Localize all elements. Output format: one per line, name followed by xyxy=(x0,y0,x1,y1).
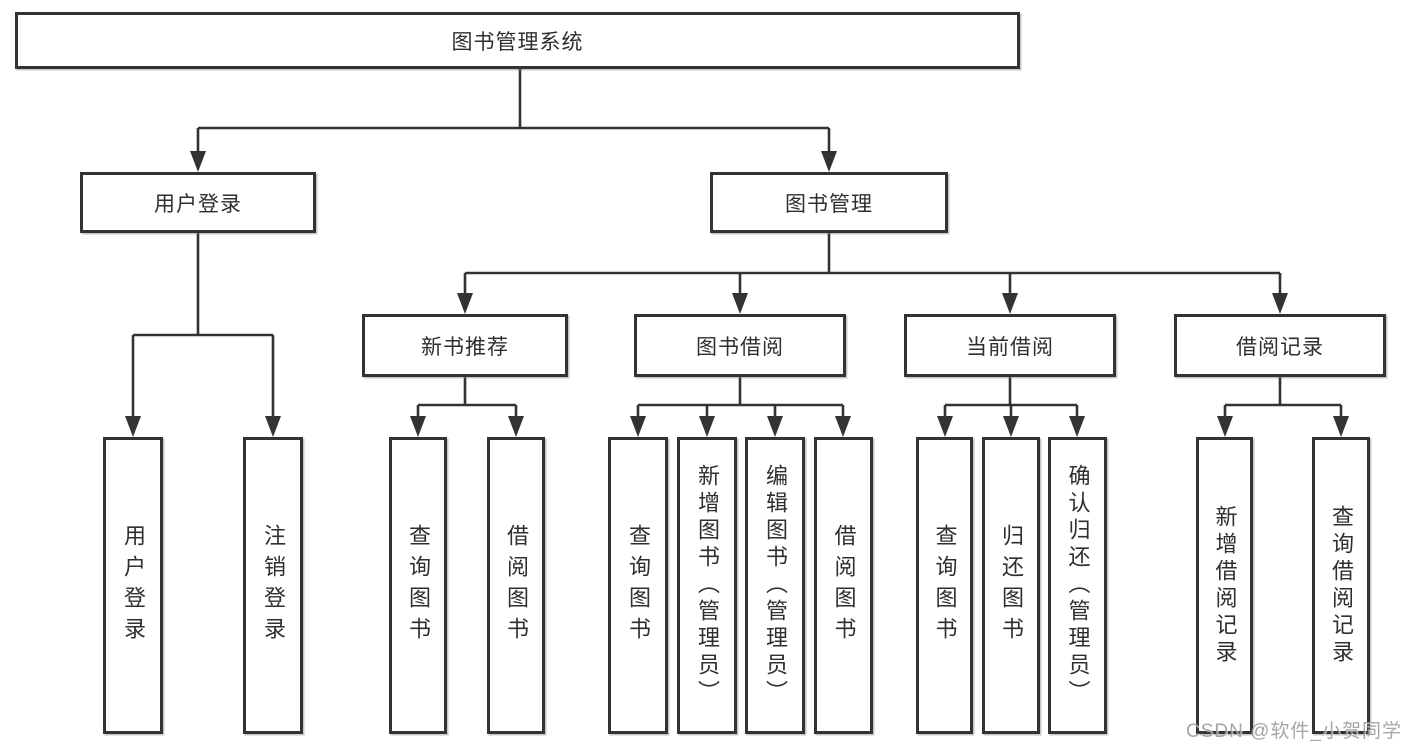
connector-current-borrow-children xyxy=(937,377,1085,437)
leaf-label: 查询图书 xyxy=(932,523,958,648)
leaf-label: 借阅图书 xyxy=(831,523,857,648)
node-label: 新书推荐 xyxy=(421,335,509,359)
node-library-system: 图书管理系统 xyxy=(15,12,1020,69)
leaf-current-query-books: 查询图书 xyxy=(916,437,973,734)
leaf-label: 确认归还（管理员） xyxy=(1065,464,1091,707)
node-borrow-records: 借阅记录 xyxy=(1174,314,1386,377)
node-label: 借阅记录 xyxy=(1236,335,1324,359)
leaf-records-query-borrow-record: 查询借阅记录 xyxy=(1312,437,1370,734)
leaf-label: 借阅图书 xyxy=(504,523,529,648)
connector-borrow-records-children xyxy=(1217,377,1349,437)
node-current-borrowing: 当前借阅 xyxy=(904,314,1116,377)
leaf-newbook-borrow-books: 借阅图书 xyxy=(487,437,545,734)
node-book-management: 图书管理 xyxy=(710,172,948,233)
leaf-label: 查询图书 xyxy=(626,523,651,648)
leaf-newbook-query-books: 查询图书 xyxy=(389,437,447,734)
connector-user-login-children xyxy=(125,233,281,437)
connector-book-mgmt-to-level3 xyxy=(457,233,1288,314)
node-book-borrowing: 图书借阅 xyxy=(634,314,846,377)
node-label: 图书管理 xyxy=(785,192,873,216)
leaf-borrow-add-books-admin: 新增图书（管理员） xyxy=(677,437,737,734)
connector-book-borrow-children xyxy=(630,377,851,437)
connector-root-to-level2 xyxy=(190,69,837,172)
node-label: 当前借阅 xyxy=(966,335,1054,359)
leaf-borrow-query-books: 查询图书 xyxy=(608,437,668,734)
leaf-current-confirm-return-admin: 确认归还（管理员） xyxy=(1048,437,1107,734)
node-label: 用户登录 xyxy=(154,192,242,216)
leaf-label: 注销登录 xyxy=(261,523,286,648)
leaf-label: 归还图书 xyxy=(999,523,1024,648)
leaf-label: 用户登录 xyxy=(121,523,146,648)
leaf-label: 新增借阅记录 xyxy=(1212,504,1238,667)
leaf-label: 新增图书（管理员） xyxy=(695,464,720,707)
leaf-label: 查询图书 xyxy=(406,523,431,648)
leaf-current-return-books: 归还图书 xyxy=(982,437,1040,734)
node-user-login: 用户登录 xyxy=(80,172,316,233)
leaf-user-login: 用户登录 xyxy=(103,437,163,734)
node-label: 图书借阅 xyxy=(696,335,784,359)
leaf-label: 查询借阅记录 xyxy=(1329,504,1354,667)
node-label: 图书管理系统 xyxy=(451,30,584,54)
csdn-watermark: CSDN @软件_小贺同学 xyxy=(1186,721,1402,742)
leaf-borrow-borrow-books: 借阅图书 xyxy=(814,437,873,734)
leaf-user-logout: 注销登录 xyxy=(243,437,303,734)
leaf-records-add-borrow-record: 新增借阅记录 xyxy=(1196,437,1253,734)
connector-new-book-children xyxy=(410,377,524,437)
node-new-book-recommendation: 新书推荐 xyxy=(362,314,568,377)
leaf-label: 编辑图书（管理员） xyxy=(763,464,788,707)
leaf-borrow-edit-books-admin: 编辑图书（管理员） xyxy=(745,437,805,734)
